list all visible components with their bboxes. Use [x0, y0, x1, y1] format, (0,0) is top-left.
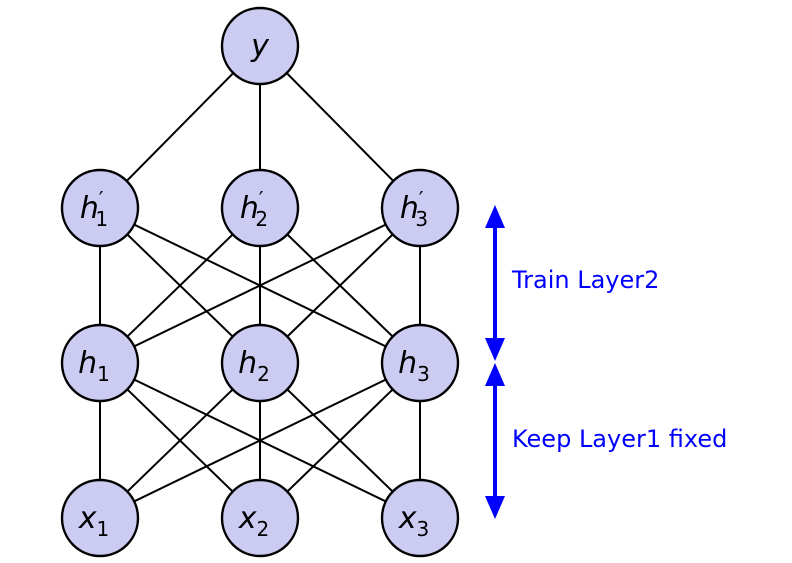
node-label-h1: h1 — [78, 346, 110, 386]
node-label-x2: x2 — [238, 501, 270, 541]
node-circle-h3 — [380, 323, 460, 403]
edges-layer — [99, 45, 421, 519]
node-hp1: h′1 — [60, 168, 140, 248]
train-layer2-label: Train Layer2 — [511, 266, 659, 294]
keep-arrow-head-down — [485, 496, 505, 519]
node-label-hp3: h′3 — [400, 187, 428, 231]
edge-hp3-h1 — [99, 207, 421, 364]
node-x3: x3 — [380, 478, 460, 558]
node-y: y — [220, 6, 300, 86]
train-layer2-arrow — [485, 205, 505, 361]
train-arrow-head-up — [485, 205, 505, 228]
node-label-x1: x1 — [78, 501, 110, 541]
edge-h3-x1 — [99, 362, 421, 519]
node-hp2: h′2 — [220, 168, 300, 248]
node-label-h2: h2 — [238, 346, 270, 386]
node-x2: x2 — [220, 478, 300, 558]
node-x1: x1 — [60, 478, 140, 558]
node-label-y: y — [250, 29, 270, 64]
node-circle-x3 — [380, 478, 460, 558]
node-circle-hp2 — [220, 168, 300, 248]
node-label-hp2: h′2 — [240, 187, 268, 231]
node-circle-h2 — [220, 323, 300, 403]
node-label-x3: x3 — [398, 501, 430, 541]
node-circle-h1 — [60, 323, 140, 403]
node-circle-x2 — [220, 478, 300, 558]
node-h2: h2 — [220, 323, 300, 403]
nodes-layer: y h′1 h′2 h′3 h1 h2 h3 x1 x2 x3 — [60, 6, 460, 558]
keep-layer1-label: Keep Layer1 fixed — [512, 425, 727, 453]
node-label-h3: h3 — [398, 346, 430, 386]
keep-arrow-head-up — [485, 363, 505, 386]
node-h1: h1 — [60, 323, 140, 403]
node-hp3: h′3 — [380, 168, 460, 248]
node-circle-hp3 — [380, 168, 460, 248]
node-circle-y — [220, 6, 300, 86]
train-arrow-head-down — [485, 338, 505, 361]
node-label-hp1: h′1 — [80, 187, 108, 231]
node-circle-hp1 — [60, 168, 140, 248]
node-h3: h3 — [380, 323, 460, 403]
keep-layer1-arrow — [485, 363, 505, 519]
node-circle-x1 — [60, 478, 140, 558]
